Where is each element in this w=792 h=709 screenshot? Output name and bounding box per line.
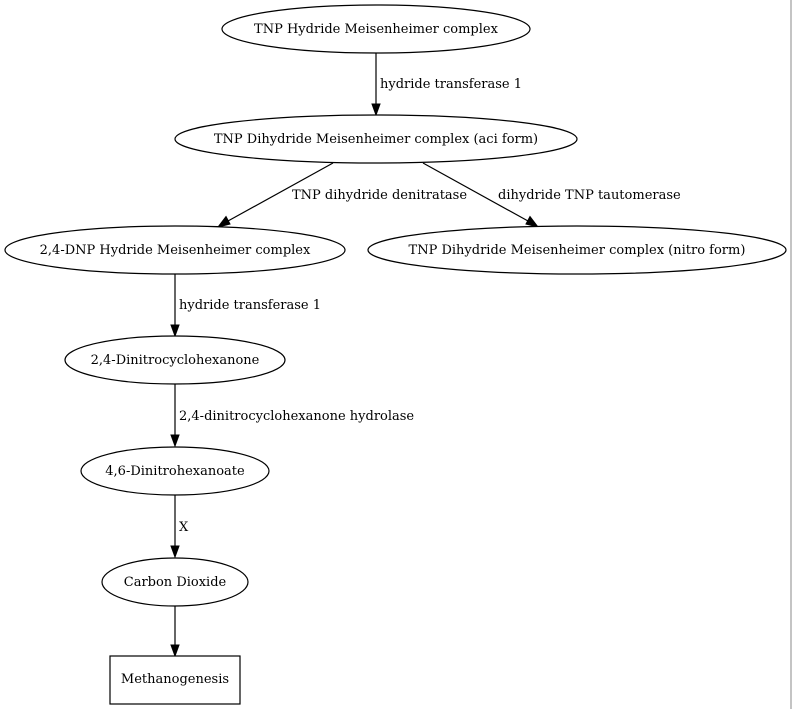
node-carbon-dioxide: Carbon Dioxide [101,557,249,607]
node-ellipse [221,4,531,54]
node-ellipse [4,225,346,275]
node-label: TNP Dihydride Meisenheimer complex (nitr… [409,243,746,258]
edge-aci-to-nitro-form: dihydride TNP tautomerase [422,162,681,228]
edge-dinitrocyclohexanone-to-dinitrohexanoate: 2,4-dinitrocyclohexanone hydrolase [170,384,414,448]
node-tnp-dihydride-nitro-form: TNP Dihydride Meisenheimer complex (nitr… [367,225,787,275]
node-ellipse [64,335,286,385]
edge-line [227,162,334,222]
node-label: 4,6-Dinitrohexanoate [105,464,245,479]
edge-hydride-to-dihydride-aci: hydride transferase 1 [371,53,522,117]
node-tnp-dihydride-aci-form: TNP Dihydride Meisenheimer complex (aci … [174,114,578,164]
arrow-head [216,215,231,228]
node-label: Carbon Dioxide [124,575,227,590]
node-label: 2,4-Dinitrocyclohexanone [91,353,260,368]
node-label: TNP Dihydride Meisenheimer complex (aci … [214,132,538,147]
arrow-head [525,215,540,228]
node-ellipse [367,225,787,275]
node-dnp-hydride-meisenheimer-complex: 2,4-DNP Hydride Meisenheimer complex [4,225,346,275]
edge-label-hydride-transferase-1: hydride transferase 1 [380,77,522,92]
node-methanogenesis: Methanogenesis [109,655,241,705]
node-dinitrocyclohexanone: 2,4-Dinitrocyclohexanone [64,335,286,385]
arrow-head [170,324,180,338]
node-box [109,655,241,705]
node-label: 2,4-DNP Hydride Meisenheimer complex [40,243,311,258]
edge-carbon-dioxide-to-methanogenesis [170,606,180,658]
node-ellipse [80,446,270,496]
edge-aci-to-dnp-hydride: TNP dihydride denitratase [216,162,467,228]
arrow-head [170,644,180,658]
node-ellipse [174,114,578,164]
node-dinitrohexanoate: 4,6-Dinitrohexanoate [80,446,270,496]
edge-line [422,162,529,222]
node-tnp-hydride-meisenheimer-complex: TNP Hydride Meisenheimer complex [221,4,531,54]
edge-label-hydride-transferase-1: hydride transferase 1 [179,298,321,313]
node-label: TNP Hydride Meisenheimer complex [254,22,499,37]
arrow-head [170,434,180,448]
edge-label-x: X [179,520,189,535]
node-label: Methanogenesis [121,672,229,687]
arrow-head [170,545,180,559]
edge-label-dihydride-tnp-tautomerase: dihydride TNP tautomerase [498,188,681,203]
edge-dnp-hydride-to-dinitrocyclohexanone: hydride transferase 1 [170,274,321,338]
node-ellipse [101,557,249,607]
edge-label-tnp-dihydride-denitratase: TNP dihydride denitratase [292,188,467,203]
edge-dinitrohexanoate-to-carbon-dioxide: X [170,495,189,559]
edge-label-dinitrocyclohexanone-hydrolase: 2,4-dinitrocyclohexanone hydrolase [179,409,414,424]
arrow-head [371,103,381,117]
